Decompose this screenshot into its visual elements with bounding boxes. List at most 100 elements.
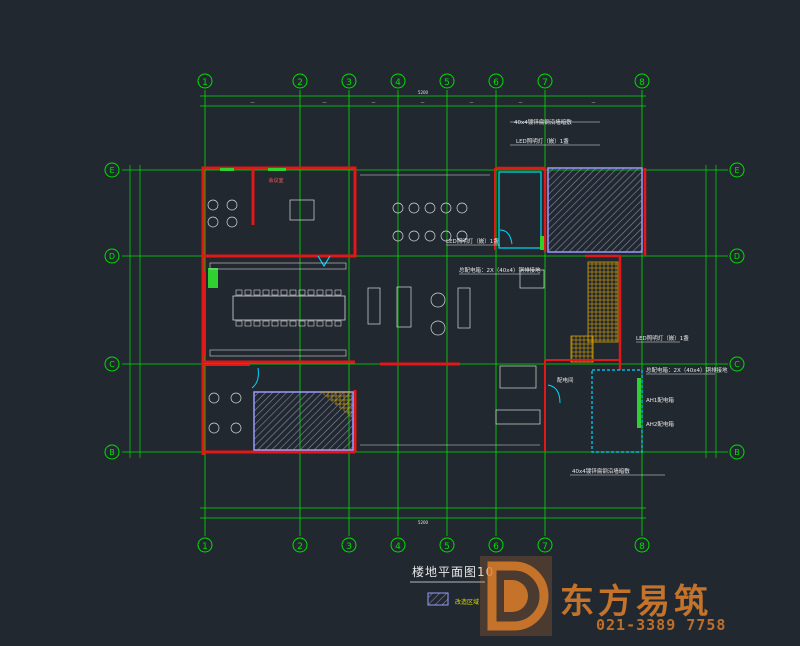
- dimension-tick: —: [592, 100, 596, 105]
- grid-label-right: D: [734, 252, 740, 261]
- grid-bubble-bottom: [537, 537, 553, 553]
- desk-row: [209, 262, 347, 270]
- chair-icon: [230, 422, 242, 434]
- chair-icon: [253, 289, 261, 296]
- chair-icon: [226, 199, 238, 211]
- chair-icon: [280, 320, 288, 327]
- grid-bubble-top: [488, 73, 504, 89]
- grid-label-bottom: 2: [297, 542, 303, 552]
- dimension-tick: —: [421, 100, 425, 105]
- grid-label-top: 6: [493, 78, 499, 88]
- round-table-icon: [430, 320, 446, 336]
- chair-icon: [262, 289, 270, 296]
- chair-icon: [392, 202, 404, 214]
- chair-icon: [230, 392, 242, 404]
- stair-icon: [587, 261, 619, 343]
- table-icon: [289, 199, 315, 221]
- grid-bubble-top: [341, 73, 357, 89]
- chair-icon: [207, 199, 219, 211]
- annotation-panel-2: 总配电箱：2X（40x4）铜排接地: [646, 366, 728, 374]
- equipment-icon: [499, 365, 537, 389]
- partition: [498, 171, 542, 249]
- cabinet-icon: [367, 287, 381, 325]
- grid-bubble-top: [197, 73, 213, 89]
- chair-icon: [440, 230, 452, 242]
- dimension-tick: —: [519, 100, 523, 105]
- stair-icon: [320, 392, 352, 418]
- grid-label-top: 3: [346, 78, 352, 88]
- annotation-led-3: LED照明灯（嵌）1盏: [636, 334, 689, 342]
- grid-bubble-top: [537, 73, 553, 89]
- chair-icon: [456, 202, 468, 214]
- chair-icon: [298, 320, 306, 327]
- grid-label-top: 4: [395, 78, 401, 88]
- chair-icon: [208, 422, 220, 434]
- grid-bubble-top: [634, 73, 650, 89]
- chair-icon: [289, 289, 297, 296]
- grid-bubble-top: [292, 73, 308, 89]
- drawing-title: 楼地平面图10: [412, 565, 495, 579]
- grid-label-top: 2: [297, 78, 303, 88]
- grid-label-top: 1: [202, 78, 208, 88]
- chair-icon: [226, 216, 238, 228]
- grid-bubble-left: [104, 162, 120, 178]
- chair-icon: [424, 202, 436, 214]
- grid-label-left: C: [109, 360, 115, 369]
- grid-bubble-bottom: [634, 537, 650, 553]
- grid-bubble-right: [729, 444, 745, 460]
- chair-icon: [334, 320, 342, 327]
- chair-icon: [316, 289, 324, 296]
- grid-label-bottom: 4: [395, 542, 401, 552]
- equipment-icon: [519, 269, 545, 289]
- equipment-icon: [495, 409, 541, 425]
- chair-icon: [325, 289, 333, 296]
- stair-icon: [570, 335, 594, 363]
- legend-swatch: [427, 592, 449, 606]
- chair-icon: [244, 320, 252, 327]
- grid-bubble-right: [729, 162, 745, 178]
- equipment-icon: [208, 268, 218, 288]
- chair-icon: [271, 320, 279, 327]
- chair-icon: [392, 230, 404, 242]
- dimension-tick: —: [372, 100, 376, 105]
- desk-row: [209, 349, 347, 357]
- chair-icon: [207, 216, 219, 228]
- grid-label-bottom: 8: [639, 542, 645, 552]
- chair-icon: [244, 289, 252, 296]
- legend-label: 改造区域: [455, 599, 480, 606]
- grid-label-bottom: 1: [202, 542, 208, 552]
- chair-icon: [408, 202, 420, 214]
- chair-icon: [262, 320, 270, 327]
- grid-label-bottom: 5: [444, 542, 450, 552]
- grid-label-right: C: [734, 360, 740, 369]
- chair-icon: [408, 230, 420, 242]
- chair-icon: [208, 392, 220, 404]
- equipment-icon: [220, 168, 234, 171]
- annotation-ah2: AH2配电箱: [646, 420, 674, 428]
- grid-label-bottom: 7: [542, 542, 548, 552]
- watermark-brand: 东方易筑: [560, 582, 712, 622]
- grid-bubble-bottom: [439, 537, 455, 553]
- grid-bubble-left: [104, 356, 120, 372]
- grid-bubble-bottom: [390, 537, 406, 553]
- chair-icon: [325, 320, 333, 327]
- room-label: 会议室: [268, 177, 283, 184]
- annotation-room: 配电间: [557, 376, 574, 384]
- desk-icon: [396, 286, 412, 328]
- grid-label-right: B: [734, 448, 740, 457]
- grid-label-left: D: [109, 252, 115, 261]
- grid-bubble-bottom: [488, 537, 504, 553]
- dimension-bottom-total: 5200: [418, 520, 429, 525]
- chair-icon: [424, 230, 436, 242]
- chair-icon: [253, 320, 261, 327]
- round-table-icon: [430, 292, 446, 308]
- chair-icon: [289, 320, 297, 327]
- annotation-led-1: LED照明灯（嵌）1盏: [516, 137, 569, 145]
- partition: [591, 369, 643, 453]
- grid-label-top: 7: [542, 78, 548, 88]
- grid-bubble-bottom: [292, 537, 308, 553]
- equipment-icon: [637, 378, 641, 428]
- sofa-icon: [457, 287, 471, 329]
